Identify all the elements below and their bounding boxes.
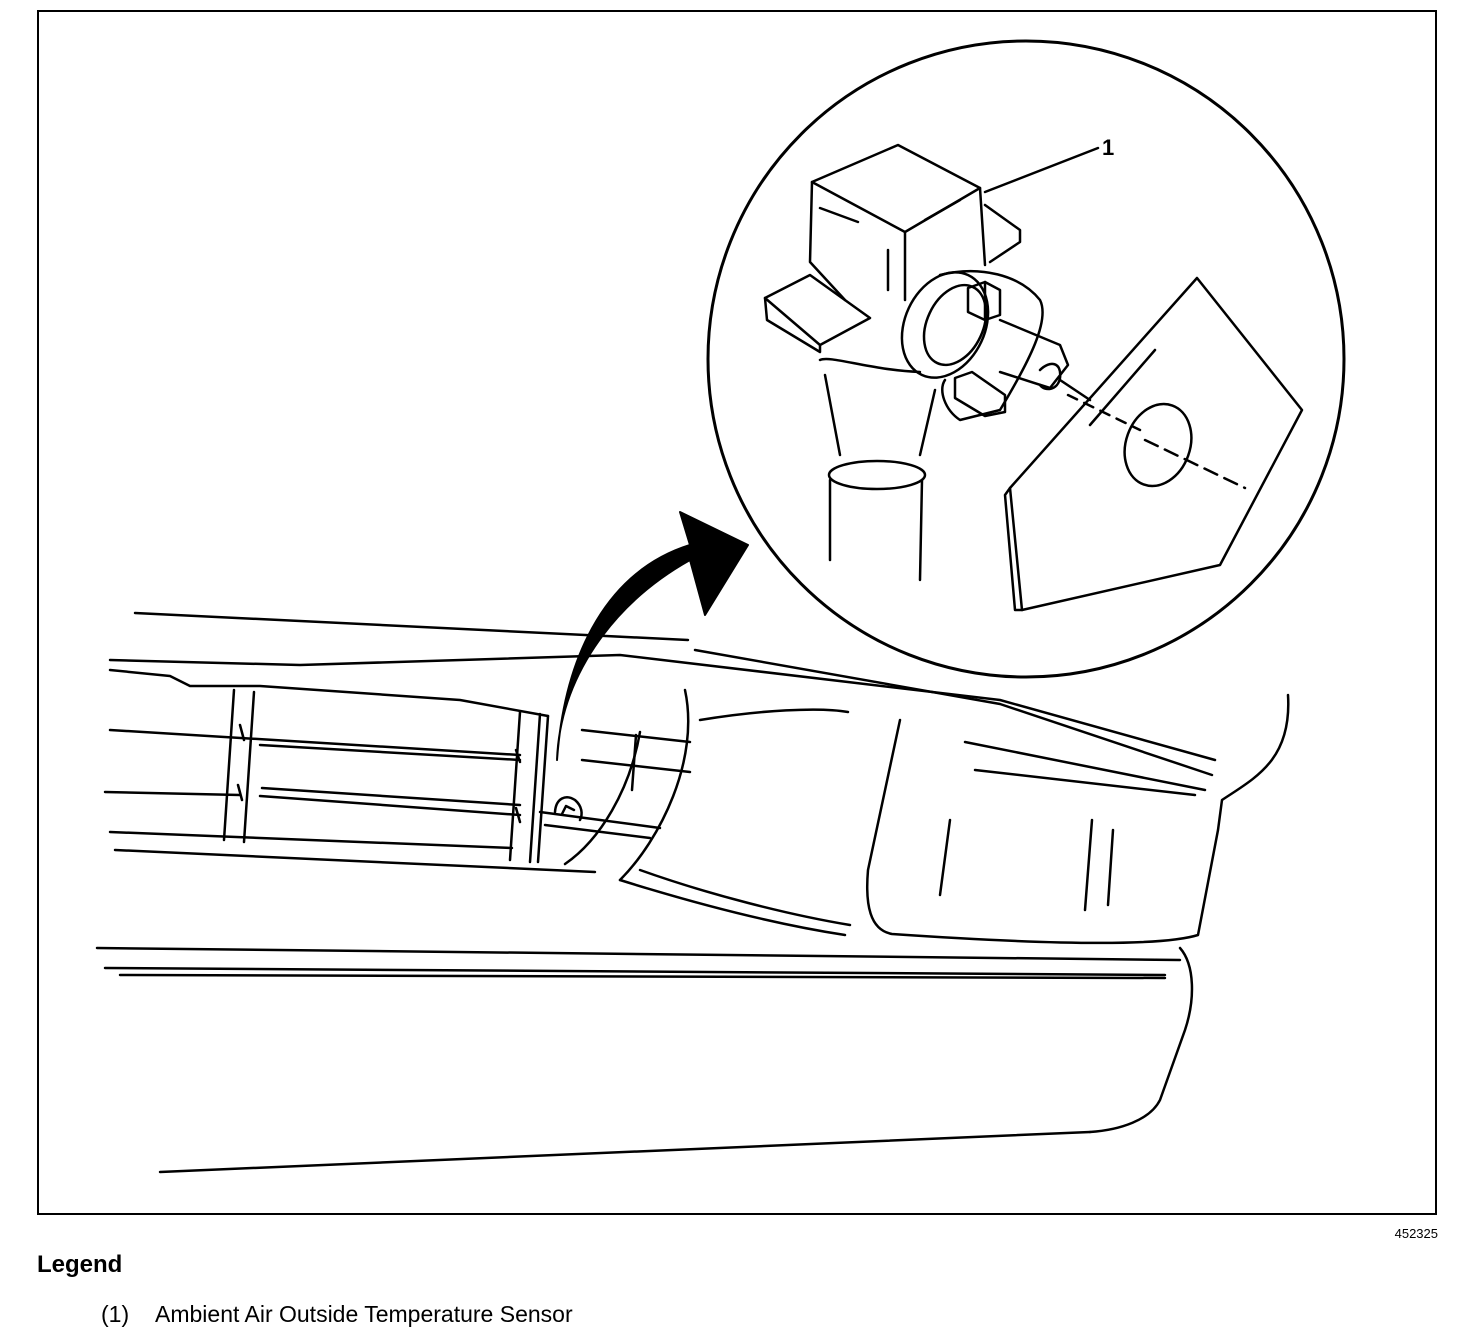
legend-list: (1) Ambient Air Outside Temperature Senso… (101, 1301, 573, 1328)
curved-arrow-icon (556, 511, 749, 761)
figure-number: 452325 (1394, 1226, 1438, 1241)
callout-leader-line (983, 146, 1100, 194)
figure-frame (37, 10, 1437, 1215)
front-bumper-drawing (95, 611, 1290, 1174)
callout-1: 1 (1102, 135, 1114, 160)
legend-item-text: Ambient Air Outside Temperature Sensor (155, 1301, 573, 1327)
legend-heading: Legend (37, 1251, 123, 1278)
legend-item: (1) Ambient Air Outside Temperature Senso… (101, 1301, 573, 1328)
temperature-sensor-detail (763, 143, 1304, 612)
legend-item-number: (1) (101, 1301, 130, 1327)
detail-magnifier-circle (706, 39, 1346, 679)
